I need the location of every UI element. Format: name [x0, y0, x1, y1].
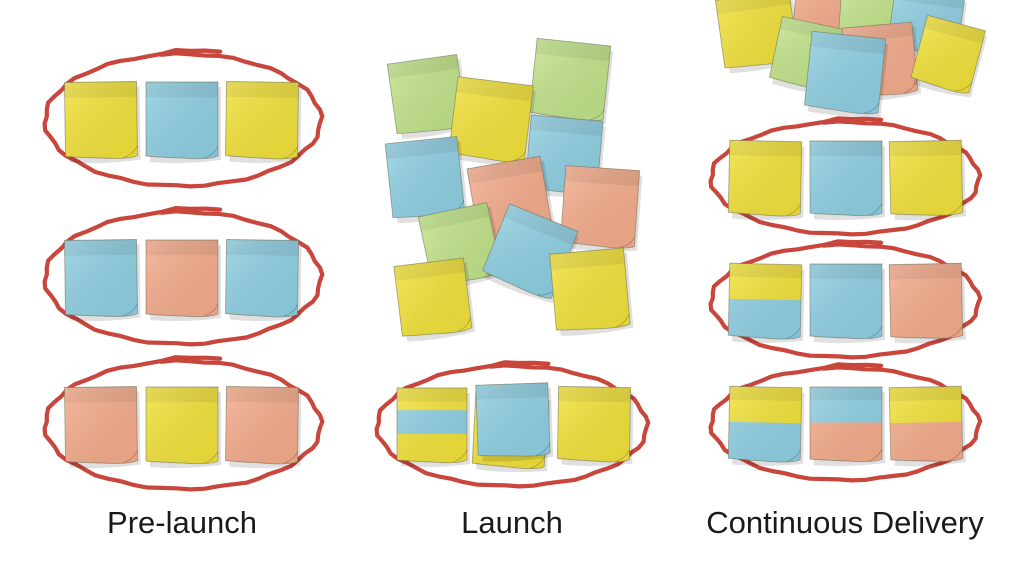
launch-loose-note-1 — [386, 53, 470, 139]
continuous-note-1-2 — [809, 140, 885, 221]
continuous-note-2-3 — [888, 262, 966, 344]
continuous-loose-note-8 — [803, 30, 889, 118]
prelaunch-note-1-3 — [225, 81, 302, 164]
prelaunch-note-2-2 — [145, 239, 221, 322]
continuous-delivery-label: Continuous Delivery — [706, 505, 984, 540]
continuous-note-1-3 — [888, 139, 966, 221]
launch-loose-note-11 — [549, 247, 634, 336]
launch-loose-note-7 — [560, 165, 643, 252]
continuous-loose-note-7 — [910, 14, 988, 98]
prelaunch-note-3-2 — [145, 386, 221, 469]
prelaunch-note-1-2 — [145, 81, 221, 164]
launch-group-note-3 — [475, 382, 554, 462]
continuous-note-3-3 — [888, 385, 966, 467]
prelaunch-note-3-1 — [64, 386, 141, 469]
launch-group-note-4 — [556, 385, 634, 467]
continuous-note-3-1 — [727, 385, 805, 467]
prelaunch-note-3-3 — [225, 386, 302, 469]
launch-group-note-1-yellow-blue-yellow — [396, 387, 470, 468]
continuous-note-1-1 — [727, 139, 805, 221]
prelaunch-note-1-1 — [64, 81, 141, 164]
continuous-note-2-2 — [809, 263, 885, 344]
continuous-note-2-1 — [727, 262, 805, 344]
launch-loose-note-10 — [393, 257, 476, 342]
launch-loose-note-2 — [528, 37, 614, 125]
prelaunch-note-2-1 — [64, 239, 141, 322]
pre-launch-label: Pre-launch — [107, 505, 257, 540]
launch-label: Launch — [461, 505, 563, 540]
launch-loose-note-4 — [384, 135, 468, 224]
continuous-note-3-2 — [809, 386, 885, 467]
prelaunch-note-2-3 — [225, 239, 302, 322]
